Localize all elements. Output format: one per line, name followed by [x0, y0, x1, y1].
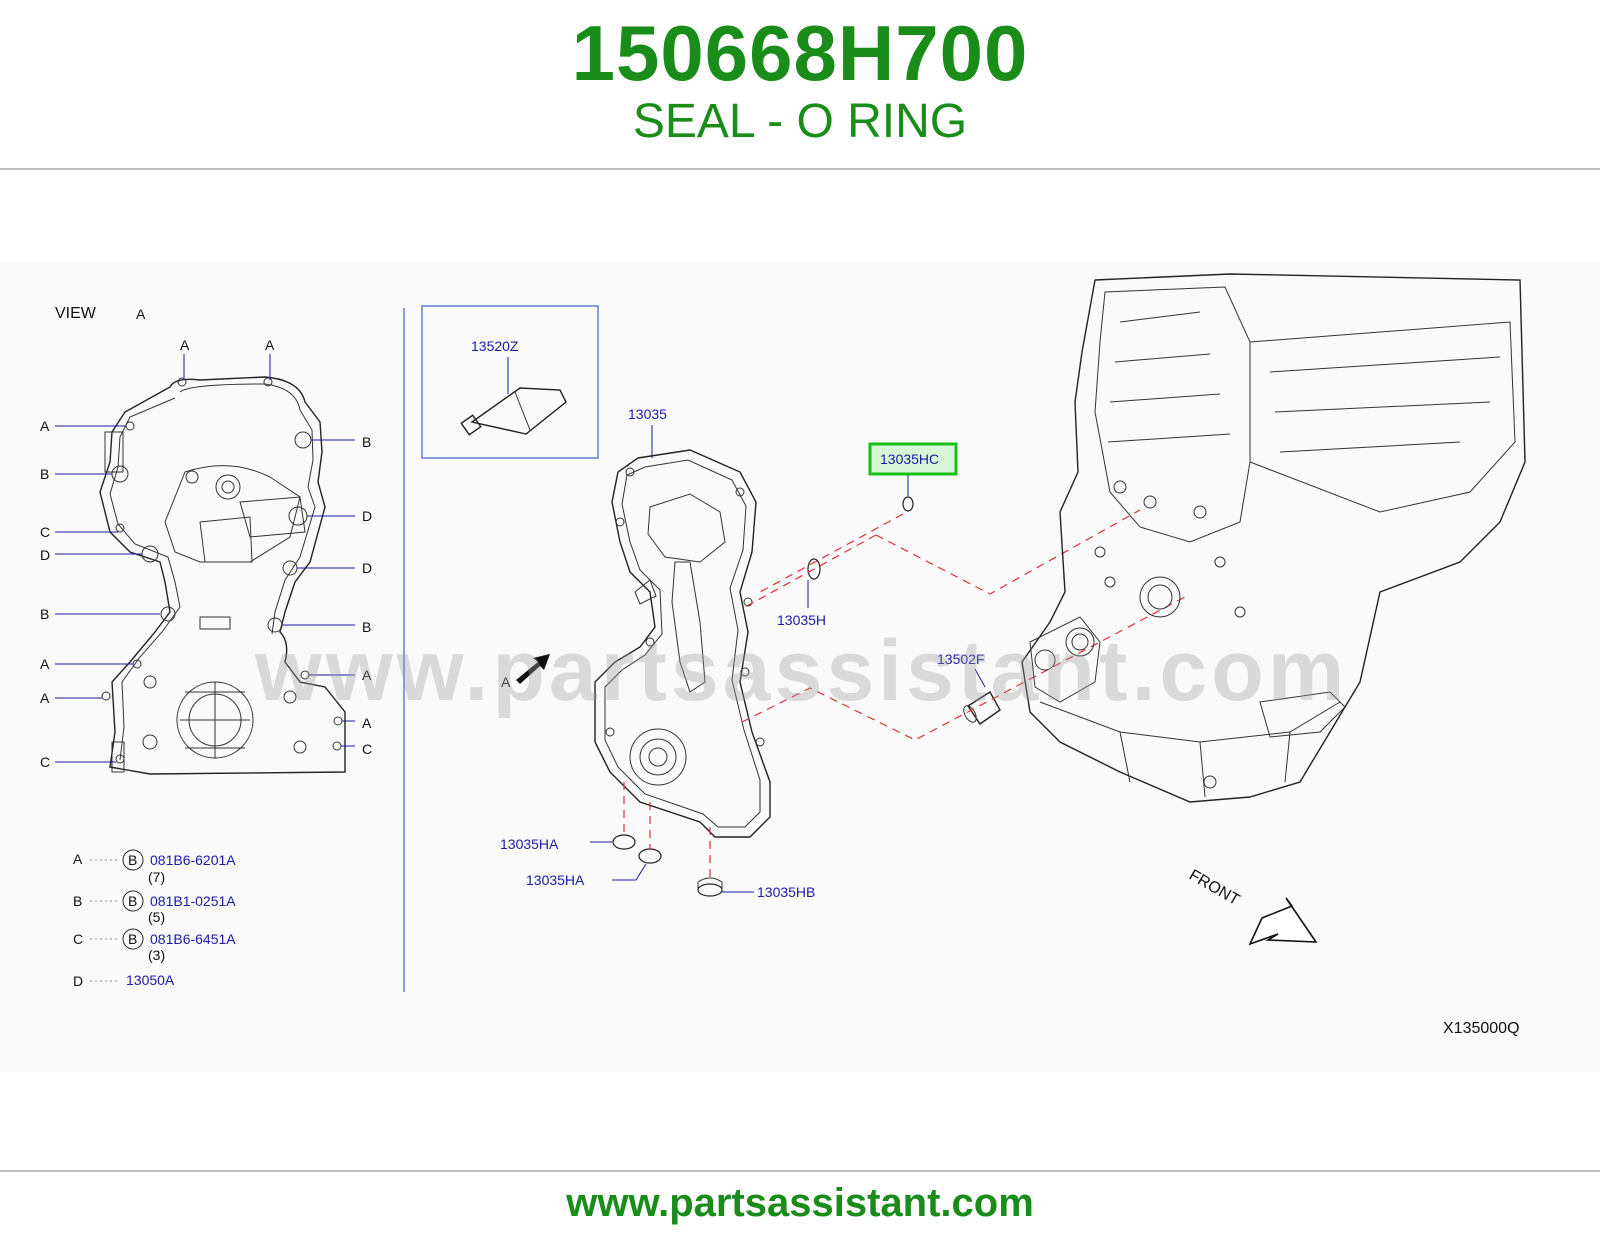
part-label-13035hc: 13035HC — [880, 451, 939, 467]
o-ring-h-icon — [807, 558, 821, 580]
plug-ha-icon — [612, 834, 636, 850]
callout-letter: D — [40, 547, 50, 563]
plug-hb-icon — [697, 877, 723, 897]
legend-part: 081B1-0251A — [150, 893, 236, 909]
callout-letter: A — [362, 667, 372, 683]
callout-letter: A — [40, 656, 50, 672]
part-number-title: 150668H700 — [571, 9, 1029, 97]
view-a-callouts: A A A B B C D D D B B A A A A A C C — [40, 337, 372, 770]
bolt-legend: A B 081B6-6201A (7) B B 081B1-0251A (5) … — [73, 849, 236, 989]
front-arrow-icon — [1248, 897, 1318, 946]
footer-divider — [0, 1170, 1600, 1172]
view-arrow-icon — [516, 654, 550, 684]
callout-letter: A — [40, 690, 50, 706]
highlight-box — [868, 442, 958, 476]
header-divider — [0, 168, 1600, 170]
part-label-13035hb: 13035HB — [757, 884, 815, 900]
part-description: SEAL - O RING — [632, 95, 968, 148]
part-label-13035ha: 13035HA — [526, 872, 585, 888]
callout-letter: C — [40, 524, 50, 540]
legend-part: 081B6-6201A — [150, 852, 236, 868]
watermark: www.partsassistant.com — [254, 623, 1348, 719]
callout-letter: B — [362, 434, 371, 450]
legend-key: B — [73, 893, 82, 909]
callout-letter: C — [40, 754, 50, 770]
front-cover-drawing — [594, 449, 771, 838]
o-ring-hc-icon — [902, 496, 914, 512]
part-label-13035ha: 13035HA — [500, 836, 559, 852]
legend-circle: B — [128, 893, 137, 909]
part-label-13035: 13035 — [628, 406, 667, 422]
assembly-guide-lines — [623, 509, 1186, 882]
view-a-cover-outline — [99, 376, 346, 775]
view-letter: A — [136, 306, 146, 322]
legend-circle: B — [128, 852, 137, 868]
seal-f-icon — [963, 691, 1001, 725]
diagram-code: X135000Q — [1443, 1020, 1520, 1037]
page-header: 150668H700 SEAL - O RING — [0, 0, 1600, 168]
callout-letter: A — [265, 337, 275, 353]
callout-letter: B — [362, 619, 371, 635]
legend-row: D 13050A — [73, 972, 175, 989]
legend-row: B B 081B1-0251A (5) — [73, 890, 236, 925]
legend-key: D — [73, 973, 83, 989]
callout-letter: B — [40, 606, 49, 622]
sealant-tube-icon — [460, 387, 567, 436]
view-arrow-letter: A — [501, 674, 511, 690]
callout-letter: A — [180, 337, 190, 353]
view-label: VIEW — [55, 305, 97, 322]
callout-letter: A — [40, 418, 50, 434]
footer-website-link[interactable]: www.partsassistant.com — [566, 1181, 1034, 1225]
legend-qty: (7) — [148, 869, 165, 885]
callout-letter: C — [362, 741, 372, 757]
callout-letter: A — [362, 715, 372, 731]
callout-letter: D — [362, 560, 372, 576]
callout-letter: D — [362, 508, 372, 524]
part-label-13502f: 13502F — [937, 651, 984, 667]
part-label-13520z: 13520Z — [471, 338, 519, 354]
part-label-13035h: 13035H — [777, 612, 826, 628]
legend-part: 13050A — [126, 972, 175, 988]
engine-block-drawing — [1021, 273, 1526, 803]
legend-key: C — [73, 931, 83, 947]
legend-circle: B — [128, 931, 137, 947]
legend-qty: (3) — [148, 947, 165, 963]
legend-qty: (5) — [148, 909, 165, 925]
parts-diagram: VIEW A — [0, 262, 1600, 1072]
legend-key: A — [73, 851, 83, 867]
legend-part: 081B6-6451A — [150, 931, 236, 947]
callout-letter: B — [40, 466, 49, 482]
legend-row: A B 081B6-6201A (7) — [73, 849, 236, 885]
kit-box — [421, 305, 599, 459]
legend-row: C B 081B6-6451A (3) — [73, 928, 236, 963]
